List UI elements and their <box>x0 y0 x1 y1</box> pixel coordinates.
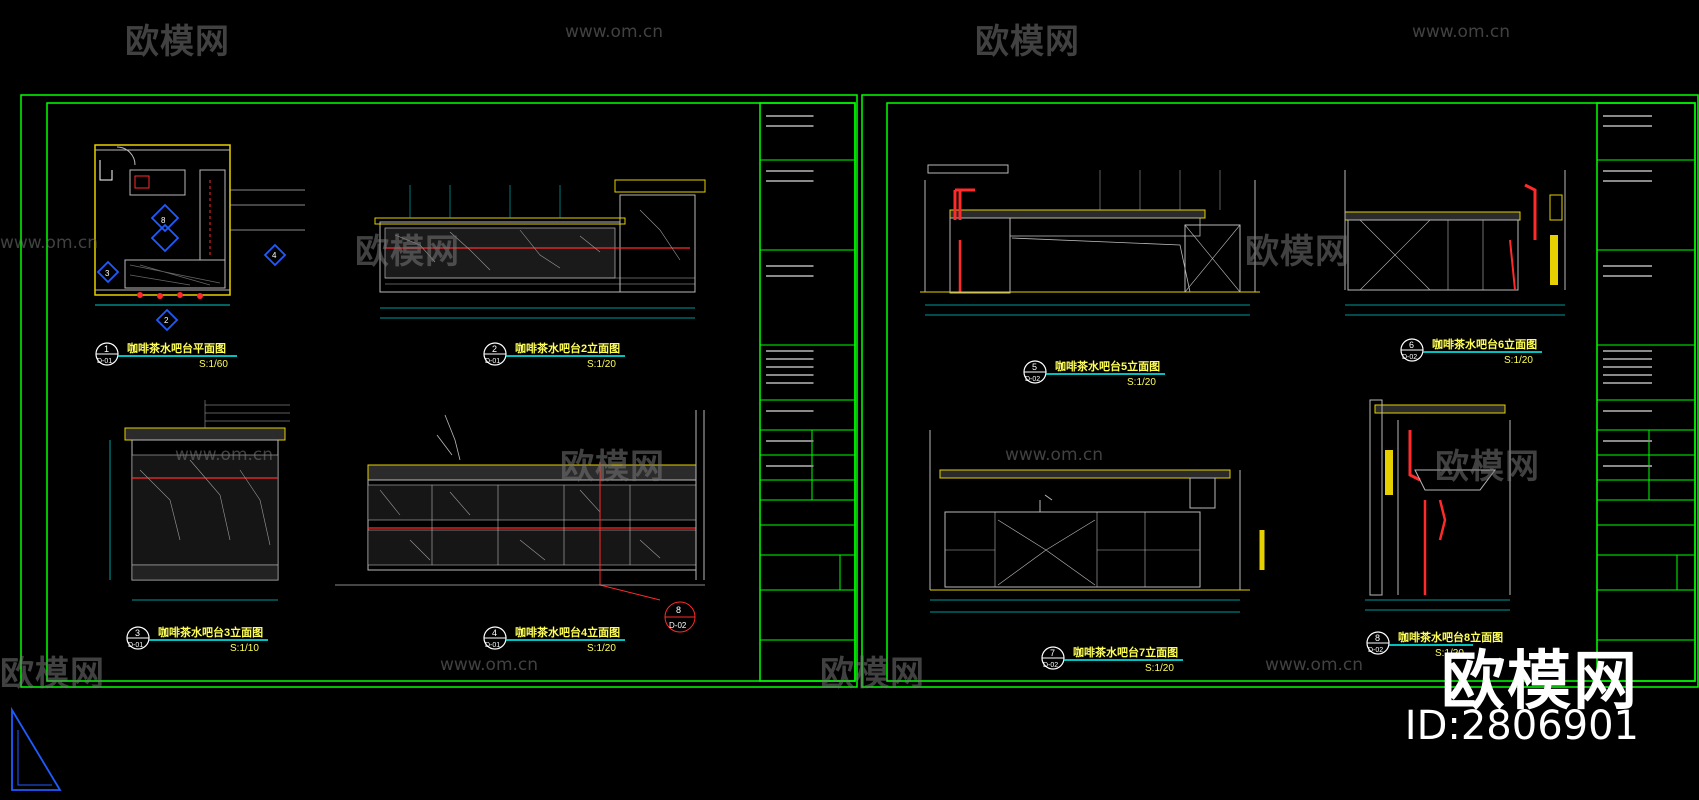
view-scale-text: S:1/20 <box>1504 355 1533 366</box>
sheet-1-frame <box>20 94 858 688</box>
view-sheet: D-01 <box>128 642 143 649</box>
view-title-text: 咖啡茶水吧台2立面图 <box>515 341 620 355</box>
watermark-brand: 欧模网 <box>975 22 1080 62</box>
watermark-url: www.om.cn <box>175 445 274 465</box>
view-number: 4 <box>492 628 497 638</box>
view-number: 1 <box>104 344 109 354</box>
view-title-text: 咖啡茶水吧台6立面图 <box>1432 337 1537 351</box>
plan-view-1: 8 3 4 2 <box>94 144 305 332</box>
watermark-brand: 欧模网 <box>355 232 460 272</box>
plan-mark-east: 4 <box>272 251 277 260</box>
section-view-8 <box>1365 399 1511 611</box>
callout-sheet: D-02 <box>669 621 687 630</box>
callout-number: 8 <box>676 605 681 615</box>
view-number: 5 <box>1032 362 1037 372</box>
view-sheet: D-01 <box>97 358 112 365</box>
title-block-sheet-1 <box>760 115 855 641</box>
view-title-7: 7D-02 咖啡茶水吧台7立面图 S:1/20 <box>1041 645 1183 674</box>
view-title-2: 2D-01 咖啡茶水吧台2立面图 S:1/20 <box>483 341 625 370</box>
view-title-1: 1D-01 咖啡茶水吧台平面图 S:1/60 <box>95 341 237 370</box>
watermark-corner-brand: 欧模网 <box>1441 645 1639 719</box>
watermark-brand: 欧模网 <box>125 22 230 62</box>
view-number: 6 <box>1409 340 1414 350</box>
watermark-brand: 欧模网 <box>560 447 665 487</box>
elevation-view-4: 8 D-02 <box>335 410 705 633</box>
view-sheet: D-02 <box>1043 662 1058 669</box>
view-number: 8 <box>1375 633 1380 643</box>
watermark-brand: 欧模网 <box>0 654 105 694</box>
view-scale-text: S:1/20 <box>1127 377 1156 388</box>
watermark-url: www.om.cn <box>440 655 539 675</box>
view-title-text: 咖啡茶水吧台平面图 <box>127 341 226 355</box>
view-number: 2 <box>492 344 497 354</box>
elevation-view-2 <box>374 179 706 319</box>
watermark-url: www.om.cn <box>1265 655 1364 675</box>
ucs-axis-icon <box>11 706 62 791</box>
view-sheet: D-02 <box>1368 647 1383 654</box>
elevation-view-5 <box>920 164 1260 316</box>
sheet-2-frame <box>861 94 1699 688</box>
view-scale-text: S:1/20 <box>1435 648 1464 659</box>
view-sheet: D-02 <box>1402 354 1417 361</box>
view-title-text: 咖啡茶水吧台4立面图 <box>515 625 620 639</box>
view-title-text: 咖啡茶水吧台7立面图 <box>1073 645 1178 659</box>
view-number: 7 <box>1050 648 1055 658</box>
watermark-url: www.om.cn <box>1005 445 1104 465</box>
view-sheet: D-02 <box>1025 376 1040 383</box>
watermark-url: www.om.cn <box>1412 22 1511 42</box>
view-scale-text: S:1/10 <box>230 643 259 654</box>
plan-mark-west: 3 <box>105 269 110 278</box>
view-title-3: 3D-01 咖啡茶水吧台3立面图 S:1/10 <box>126 625 268 654</box>
watermark-brand: 欧模网 <box>1245 232 1350 272</box>
watermark-url: www.om.cn <box>0 233 99 253</box>
view-number: 3 <box>135 628 140 638</box>
view-title-text: 咖啡茶水吧台3立面图 <box>158 625 263 639</box>
view-title-6: 6D-02 咖啡茶水吧台6立面图 S:1/20 <box>1400 337 1542 366</box>
plan-mark-north: 2 <box>164 316 169 325</box>
view-title-8: 8D-02 咖啡茶水吧台8立面图 S:1/20 <box>1366 630 1503 659</box>
elevation-view-7 <box>929 430 1265 613</box>
view-sheet: D-01 <box>485 642 500 649</box>
elevation-view-3 <box>109 400 290 601</box>
view-title-text: 咖啡茶水吧台8立面图 <box>1398 630 1503 644</box>
plan-mark-center: 8 <box>161 216 166 225</box>
watermark-url: www.om.cn <box>565 22 664 42</box>
view-scale-text: S:1/20 <box>1145 663 1174 674</box>
view-scale-text: S:1/20 <box>587 359 616 370</box>
elevation-view-6 <box>1344 170 1566 316</box>
view-scale-text: S:1/60 <box>199 359 228 370</box>
watermark-corner-id: ID:2806901 <box>1404 703 1639 749</box>
view-title-4: 4D-01 咖啡茶水吧台4立面图 S:1/20 <box>483 625 625 654</box>
watermark-brand: 欧模网 <box>1435 447 1540 487</box>
view-title-5: 5D-02 咖啡茶水吧台5立面图 S:1/20 <box>1023 359 1165 388</box>
view-title-text: 咖啡茶水吧台5立面图 <box>1055 359 1160 373</box>
view-scale-text: S:1/20 <box>587 643 616 654</box>
view-sheet: D-01 <box>485 358 500 365</box>
title-block-sheet-2 <box>1597 115 1695 641</box>
watermark-brand: 欧模网 <box>820 654 925 694</box>
